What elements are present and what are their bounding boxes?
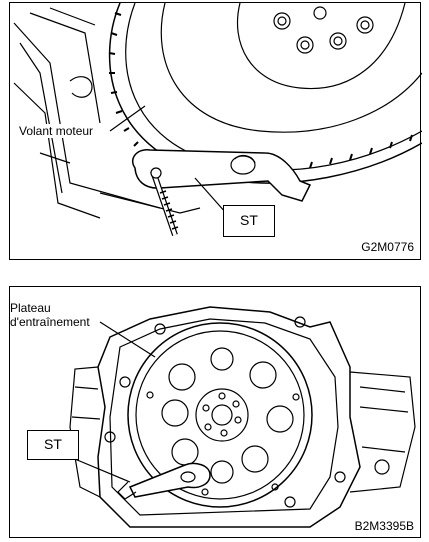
flywheel-illustration <box>13 3 422 236</box>
flywheel-callout: Volant moteur <box>19 124 94 138</box>
figure-code: G2M0776 <box>361 240 414 254</box>
drive-plate-illustration <box>69 306 416 528</box>
drive-plate-callout-text: Plateau d'entraînement <box>10 301 90 329</box>
special-tool-label: ST <box>223 205 275 237</box>
figure-flywheel-panel: Volant moteur ST G2M0776 <box>9 2 422 260</box>
special-tool-label: ST <box>27 430 79 460</box>
drive-plate-callout: Plateau d'entraînement <box>10 301 120 329</box>
figure-drive-plate-panel: Plateau d'entraînement ST B2M3395B <box>9 286 421 538</box>
figure-code: B2M3395B <box>354 519 414 533</box>
